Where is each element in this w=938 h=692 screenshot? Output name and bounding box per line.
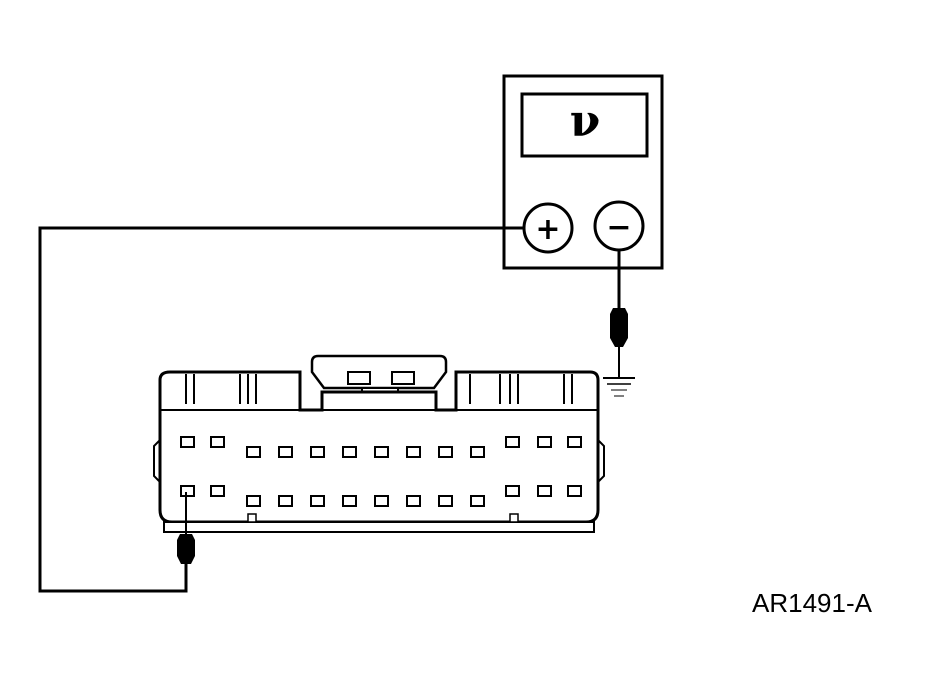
- negative-lead: [603, 250, 635, 397]
- connector-base: [163, 521, 595, 533]
- pin-cavity: [210, 485, 225, 497]
- pin-cavity: [246, 495, 261, 507]
- pin-cavity: [374, 495, 389, 507]
- pin-cavity: [406, 495, 421, 507]
- back-probe: [177, 492, 195, 564]
- pin-cavity: [505, 436, 520, 448]
- pin-cavity: [406, 446, 421, 458]
- pin-cavity: [567, 436, 582, 448]
- voltage-symbol: ν: [570, 96, 601, 147]
- negative-probe: [610, 308, 628, 347]
- pin-cavity: [180, 436, 195, 448]
- back-probe-body: [177, 534, 195, 564]
- pin-cavity: [438, 446, 453, 458]
- pin-cavity: [278, 446, 293, 458]
- negative-terminal-label: −: [606, 210, 631, 245]
- pin-cavity: [278, 495, 293, 507]
- pin-cavity: [180, 485, 195, 497]
- pin-cavity: [537, 436, 552, 448]
- ground-symbol: [603, 377, 635, 397]
- connector-latch: [310, 354, 448, 390]
- positive-lead-wire: [38, 226, 524, 593]
- pin-cavity: [537, 485, 552, 497]
- pin-cavity: [567, 485, 582, 497]
- figure-id: AR1491-A: [752, 588, 872, 618]
- pin-cavity: [342, 495, 357, 507]
- voltmeter-display: [520, 92, 649, 158]
- voltmeter: ν + −: [502, 74, 664, 270]
- pin-cavity: [310, 495, 325, 507]
- pin-cavity: [438, 495, 453, 507]
- pin-cavity: [310, 446, 325, 458]
- pin-cavity: [210, 436, 225, 448]
- positive-terminal-label: +: [535, 212, 560, 247]
- pin-cavity: [342, 446, 357, 458]
- pin-cavity: [505, 485, 520, 497]
- pin-cavity: [470, 446, 485, 458]
- pin-cavity: [470, 495, 485, 507]
- pin-cavity: [374, 446, 389, 458]
- pin-cavity: [246, 446, 261, 458]
- connector-pins: [180, 436, 582, 507]
